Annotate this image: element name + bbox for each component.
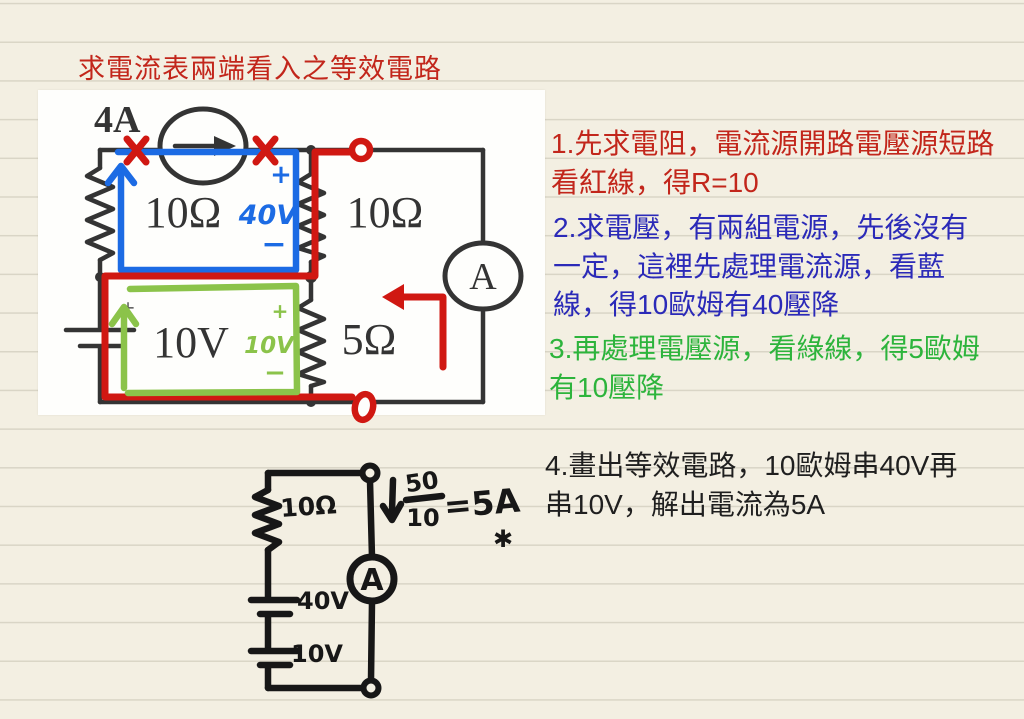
equiv-ammeter-label: A [360, 563, 384, 598]
calc-down-arrow-shaft [388, 476, 397, 516]
printed-circuit-diagram: 4A 10Ω 10Ω 10V 5Ω A + + 40V − [63, 99, 524, 424]
note-line: 2.求電壓，有兩組電源，先後沒有 [553, 212, 969, 243]
green-plus-sign: + [272, 299, 289, 323]
note-line: 1.先求電阻，電流源開路電壓源短路 [551, 128, 995, 159]
circuit-labels: 4A 10Ω 10Ω 10V 5Ω A + [94, 99, 497, 367]
resistor-left-10ohm [84, 165, 116, 263]
blue-loop-annotation: + 40V − [104, 148, 300, 274]
green-loop-path [124, 282, 301, 397]
blue-minus-sign: − [261, 227, 286, 262]
equiv-battery1-label: 40V [297, 587, 349, 615]
ammeter-circle [442, 240, 524, 312]
note-line: 看紅線，得R=10 [551, 166, 759, 198]
blue-loop-path [114, 148, 300, 274]
equiv-resistor-label: 10Ω [279, 490, 337, 523]
green-minus-sign: − [264, 358, 286, 388]
note-step-2: 2.求電壓，有兩組電源，先後沒有 一定，這裡先處理電流源，看藍 線，得10歐姆有… [553, 209, 968, 325]
calc-numerator: 50 [403, 466, 440, 498]
note-line: 一定，這裡先處理電流源，看藍 [553, 250, 946, 282]
voltage-source-label: 10V [153, 318, 229, 367]
circuit-problem-image: 4A 10Ω 10Ω 10V 5Ω A + + 40V − [38, 90, 545, 424]
red-x-mark-right [252, 135, 279, 166]
page-title: 求電流表兩端看入之等效電路 [78, 54, 442, 84]
resistor-left-label: 10Ω [145, 188, 222, 237]
red-loop-path [101, 148, 356, 401]
red-arrow-shaft [396, 293, 447, 371]
red-terminal-top [348, 137, 374, 163]
equiv-ammeter-circle [346, 553, 398, 605]
equivalent-circuit-drawing: 10Ω 40V 10V A 50 10 =5A ✱ [247, 462, 522, 699]
blue-arrowhead-up [104, 162, 138, 187]
red-arrowhead-left [382, 284, 404, 310]
resistor-mid-label: 10Ω [347, 188, 424, 237]
note-step-1: 1.先求電阻，電流源開路電壓源短路 看紅線，得R=10 [551, 125, 994, 202]
green-10v-label: 10V [244, 333, 296, 359]
note-step-3: 3.再處理電壓源，看綠線，得5歐姆 有10壓降 [549, 330, 980, 407]
calc-asterisk-mark: ✱ [493, 525, 513, 553]
green-arrowhead-up [108, 303, 140, 328]
equivalent-circuit-wires [247, 462, 398, 699]
current-calculation-annotation: 50 10 =5A ✱ [379, 466, 522, 553]
note-line: 3.再處理電壓源，看綠線，得5歐姆 [549, 333, 980, 364]
note-line: 4.畫出等效電路，10歐姆串40V再 [545, 450, 958, 481]
current-source-label: 4A [94, 99, 141, 141]
equiv-resistor [251, 486, 283, 554]
equivalent-circuit-labels: 10Ω 40V 10V A [279, 490, 384, 668]
green-loop-annotation: + 10V − [108, 282, 301, 397]
red-terminal-bottom [351, 390, 377, 424]
calc-result: =5A [442, 480, 522, 526]
resistor-5ohm [295, 297, 327, 389]
note-line: 有10壓降 [549, 371, 665, 403]
ammeter-label: A [469, 256, 497, 298]
note-step-4: 4.畫出等效電路，10歐姆串40V再 串10V，解出電流為5A [545, 447, 957, 524]
calc-down-arrowhead [379, 500, 405, 524]
blue-40v-label: 40V [238, 200, 300, 231]
note-line: 線，得10歐姆有40壓降 [553, 289, 840, 321]
resistor-bottom-label: 5Ω [342, 315, 397, 364]
red-annotations [101, 135, 447, 424]
blue-plus-sign: + [270, 160, 292, 190]
resistor-mid-10ohm [295, 171, 327, 265]
equiv-wire-right [366, 477, 376, 684]
equiv-battery2-label: 10V [291, 640, 343, 668]
red-x-mark-left [123, 135, 150, 166]
calc-fraction-bar [402, 492, 446, 504]
note-line: 串10V，解出電流為5A [545, 488, 826, 520]
calc-denominator: 10 [406, 504, 439, 532]
